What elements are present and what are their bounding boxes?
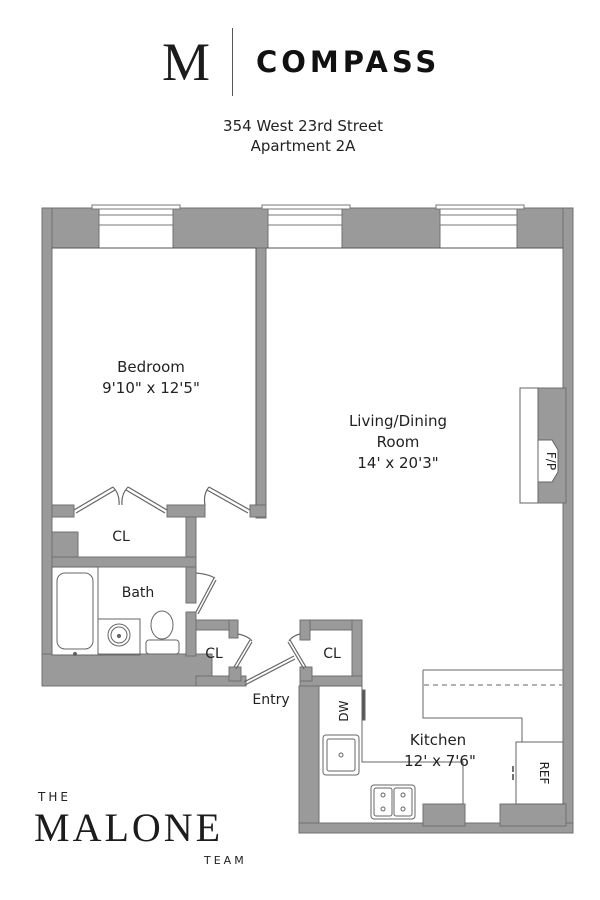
toilet-tank-icon (145, 639, 180, 655)
stove (370, 784, 416, 820)
dishwasher-handle (361, 689, 366, 721)
kitchen-sink (322, 734, 360, 776)
wall-closet-er-stub (299, 666, 313, 682)
closet-double-door (73, 486, 168, 514)
wall-closet-el-side (228, 619, 239, 639)
window-living-left (261, 204, 351, 210)
kitchen-island-outline (422, 670, 523, 742)
wall-bedroom-bottom-right (249, 504, 267, 518)
window-bedroom (91, 204, 181, 210)
window-living-right-sill (439, 214, 518, 226)
bedroom-door (203, 486, 251, 514)
window-bedroom-sill (98, 214, 174, 226)
wall-bath-right-lower (185, 611, 197, 657)
bedroom-dims: 9'10" x 12'5" (102, 379, 200, 397)
address-street: 354 West 23rd Street (223, 117, 383, 135)
wall-bedroom-bottom-mid (166, 504, 206, 518)
wall-kitchen-bottom-bump1 (422, 803, 466, 827)
toilet-bowl-icon (150, 610, 174, 640)
refrigerator (515, 741, 564, 805)
window-living-left-sill (267, 214, 343, 226)
entry-label: Entry (252, 692, 289, 708)
closet-entry-right-label: CL (323, 646, 341, 662)
compass-logo: M COMPASS (0, 28, 600, 98)
closet-bedroom-label: CL (112, 529, 130, 545)
wall-closet-left (51, 531, 79, 561)
closet-entry-left-door (233, 639, 253, 670)
refrigerator-label: REF (537, 762, 551, 785)
dishwasher-label: DW (337, 700, 351, 721)
wall-top-mid (172, 207, 269, 249)
wall-right (562, 207, 574, 834)
bedroom-name: Bedroom (117, 358, 185, 376)
bathtub-basin (56, 572, 94, 650)
bath-door (195, 572, 217, 615)
bathtub (51, 566, 99, 656)
sink-vanity (97, 618, 141, 656)
bedroom-outline (52, 247, 257, 505)
address-unit: Apartment 2A (250, 137, 356, 155)
malone-team-logo: THE MALONE TEAM (34, 788, 254, 868)
closet-entry-left-label: CL (205, 646, 223, 662)
window-living-right (435, 204, 525, 210)
logo-malone: MALONE (34, 805, 224, 850)
logo-monogram: M (162, 32, 211, 92)
wall-left (41, 207, 53, 687)
wall-top-mid2 (341, 207, 441, 249)
closet-entry-right-door (287, 639, 307, 670)
living-name-2: Room (377, 433, 420, 451)
kitchen-counter (319, 685, 464, 804)
wall-closet-er-left (299, 619, 311, 641)
wall-bath-bottom (41, 653, 213, 687)
wall-closet-bottom (51, 556, 197, 568)
sink-inner-icon (110, 626, 128, 644)
wall-bedroom-bottom-left (51, 504, 75, 518)
wall-bedroom-partition (255, 247, 267, 519)
wall-closet-el-bottom2 (228, 666, 242, 682)
kitchen-name: Kitchen (410, 731, 466, 749)
logo-divider (232, 28, 233, 96)
living-name-1: Living/Dining (349, 412, 447, 430)
logo-team: TEAM (204, 854, 247, 867)
fireplace: F/P (519, 387, 559, 504)
address-block: 354 West 23rd Street Apartment 2A (0, 116, 600, 156)
sink-basin-icon (107, 623, 131, 647)
logo-the: THE (38, 790, 71, 804)
entry-door (243, 655, 296, 686)
bathtub-drain (72, 651, 78, 657)
bath-label: Bath (122, 585, 155, 601)
fireplace-label: F/P (544, 452, 558, 470)
wall-kitchen-bottom-bump2 (499, 803, 567, 827)
living-dims: 14' x 20'3" (357, 454, 438, 472)
wall-kitchen-left (298, 685, 320, 834)
logo-brand: COMPASS (256, 45, 441, 79)
kitchen-dims: 12' x 7'6" (404, 752, 476, 770)
